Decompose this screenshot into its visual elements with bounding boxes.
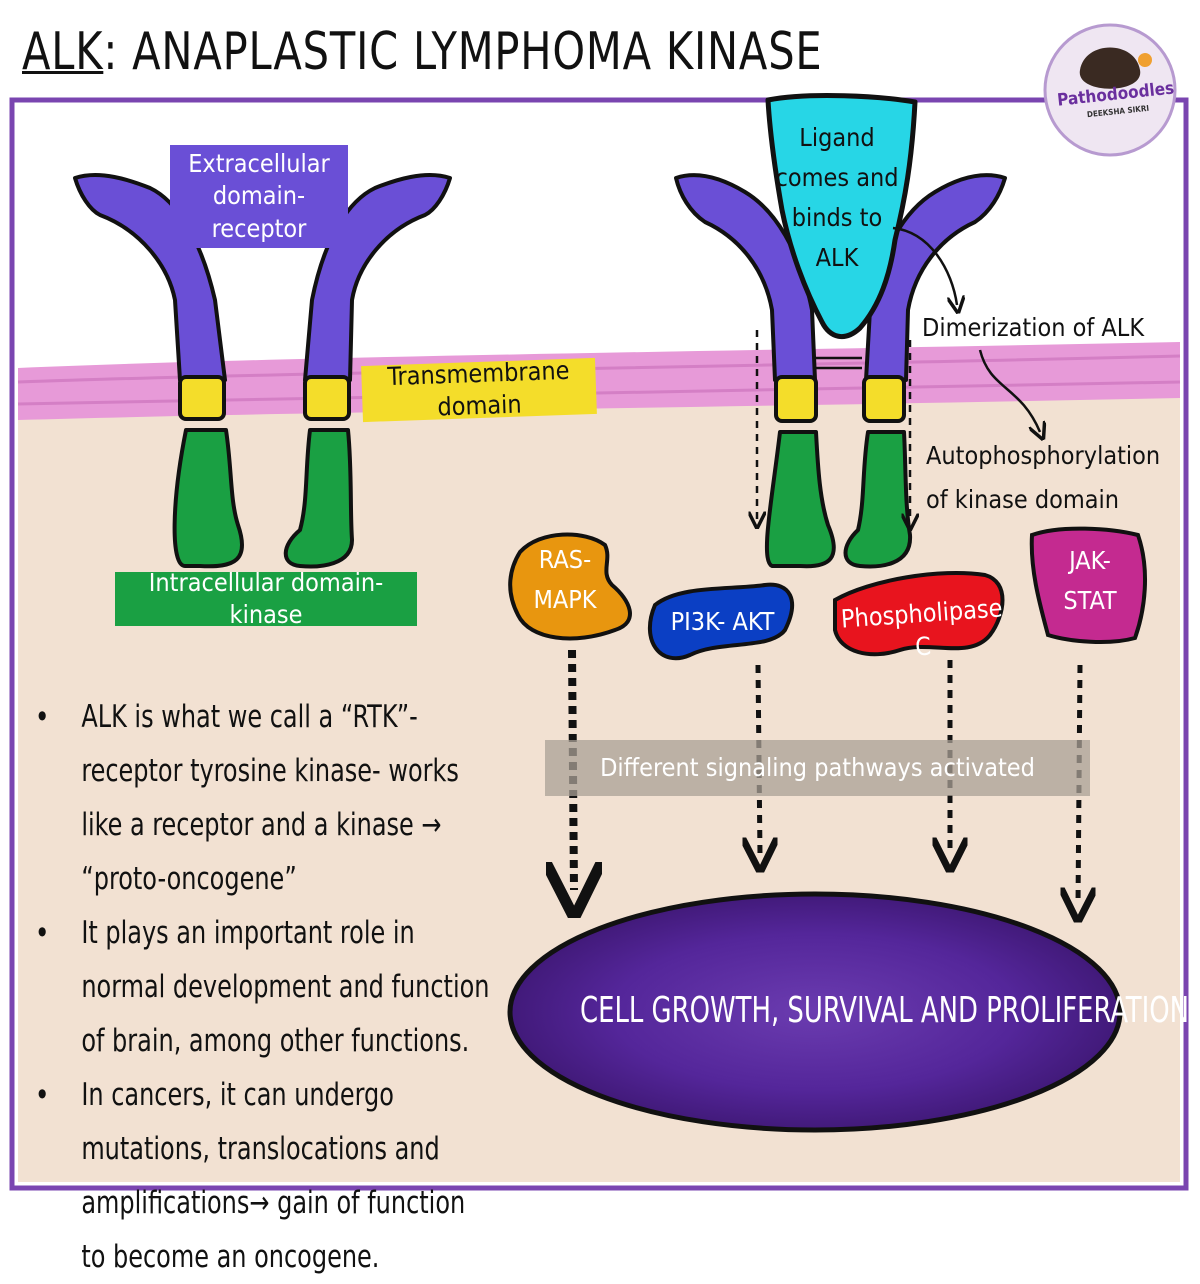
transmembrane-domain-shape: [303, 375, 351, 421]
kinase-domain-shape: [843, 430, 913, 569]
pi3k-akt-label: PI3K- AKT: [670, 607, 775, 636]
logo-flower-icon: [1138, 53, 1152, 67]
kinase-domain-shape: [283, 428, 354, 569]
bullet-list: ALK is what we call a “RTK”- receptor ty…: [28, 690, 568, 1284]
bullet-item: In cancers, it can undergo mutations, tr…: [28, 1068, 492, 1284]
receptor-right-monomer-1: [674, 173, 836, 569]
transmembrane-domain-shape: [774, 375, 818, 423]
kinase-domain-shape: [172, 428, 245, 569]
cell-outcome-label: CELL GROWTH, SURVIVAL AND PROLIFERATION: [580, 990, 1190, 1031]
autophosphorylation-label: Autophosphorylation: [926, 441, 1161, 470]
bullet-item: ALK is what we call a “RTK”- receptor ty…: [28, 690, 492, 906]
receptor-dashed-arrows: [757, 330, 910, 522]
autophosphorylation-label-2: of kinase domain: [926, 485, 1120, 514]
bullet-item: It plays an important role in normal dev…: [28, 906, 492, 1068]
ras-mapk-label-2: MAPK: [533, 585, 597, 614]
pathways-label: Different signaling pathways activated: [545, 740, 1090, 796]
page-title: ALK: ANAPLASTIC LYMPHOMA KINASE: [22, 22, 822, 82]
title-abbreviation: ALK: [22, 22, 104, 82]
transmembrane-domain-shape: [178, 375, 226, 421]
title-text: : ANAPLASTIC LYMPHOMA KINASE: [103, 22, 823, 82]
annotation-arrows: [892, 226, 1040, 432]
pi3k-akt-shape: [648, 582, 795, 661]
logo-face-icon: [1079, 47, 1141, 89]
ligand-label: Ligand comes and binds to ALK: [775, 123, 899, 272]
ras-mapk-shape: [508, 532, 632, 641]
phospholipase-c-shape: [833, 571, 1005, 657]
ligand-shape: [765, 93, 918, 339]
page-frame: [9, 97, 1189, 1191]
extracellular-domain-shape: [674, 173, 817, 382]
intracellular-label: Intracellular domain- kinase: [115, 568, 417, 629]
dimerization-arrow: [816, 356, 862, 370]
phospholipase-c-label: Phospholipase C: [839, 593, 1004, 661]
jak-stat-label-2: STAT: [1063, 586, 1117, 615]
transmembrane-domain-shape: [862, 375, 906, 423]
ras-mapk-label-1: RAS-: [538, 545, 592, 574]
transmembrane-label: Transmembrane domain: [361, 355, 597, 423]
kinase-domain-shape: [764, 430, 836, 569]
jak-stat-label-1: JAK-: [1069, 546, 1111, 575]
dimerization-label: Dimerization of ALK: [922, 313, 1145, 342]
jak-stat-shape: [1029, 526, 1147, 644]
cell-body: [507, 891, 1123, 1133]
extracellular-label: Extracellular domain- receptor: [170, 145, 348, 248]
